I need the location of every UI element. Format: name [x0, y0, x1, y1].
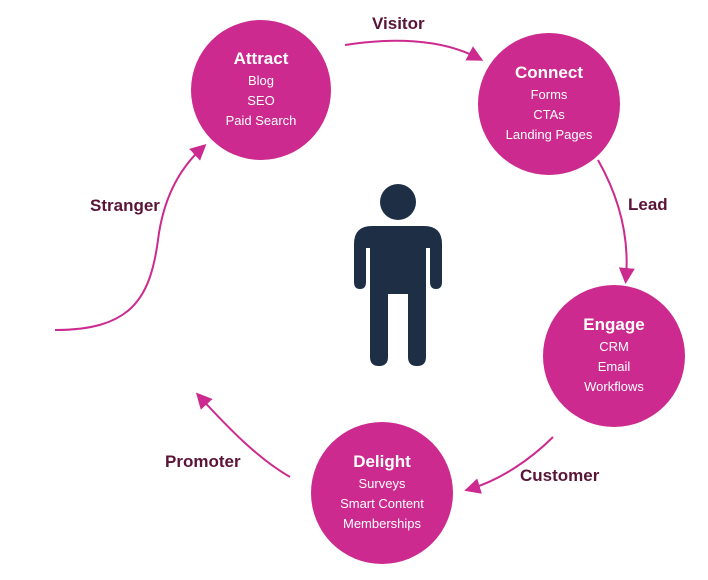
node-item: Surveys: [358, 476, 406, 491]
arrow-lead: [597, 159, 635, 284]
node-engage: Engage CRM Email Workflows: [543, 285, 685, 427]
node-item: Blog: [247, 73, 275, 88]
label-stranger: Stranger: [90, 196, 160, 215]
label-customer: Customer: [520, 466, 600, 485]
node-item: Workflows: [584, 379, 644, 394]
label-visitor: Visitor: [372, 14, 425, 33]
node-title: Attract: [233, 49, 289, 68]
node-item: Smart Content: [340, 496, 424, 511]
arrow-customer: [464, 436, 554, 494]
arrow-promoter: [195, 392, 291, 478]
node-item: Email: [597, 359, 631, 374]
node-item: Landing Pages: [505, 127, 593, 142]
node-item: CRM: [599, 339, 629, 354]
label-lead: Lead: [628, 195, 668, 214]
node-item: SEO: [247, 93, 275, 108]
node-item: CTAs: [533, 107, 565, 122]
node-title: Connect: [515, 63, 583, 82]
node-attract: Attract Blog SEO Paid Search: [191, 20, 331, 160]
arrow-visitor: [344, 39, 484, 61]
node-item: Paid Search: [225, 113, 297, 128]
node-title: Engage: [583, 315, 645, 334]
arrow-stranger: [54, 143, 207, 331]
node-item: Forms: [530, 87, 568, 102]
label-promoter: Promoter: [165, 452, 241, 471]
node-delight: Delight Surveys Smart Content Membership…: [311, 422, 453, 564]
person-icon: [354, 184, 442, 366]
node-connect: Connect Forms CTAs Landing Pages: [478, 33, 620, 175]
node-item: Memberships: [342, 516, 422, 531]
node-title: Delight: [353, 452, 411, 471]
